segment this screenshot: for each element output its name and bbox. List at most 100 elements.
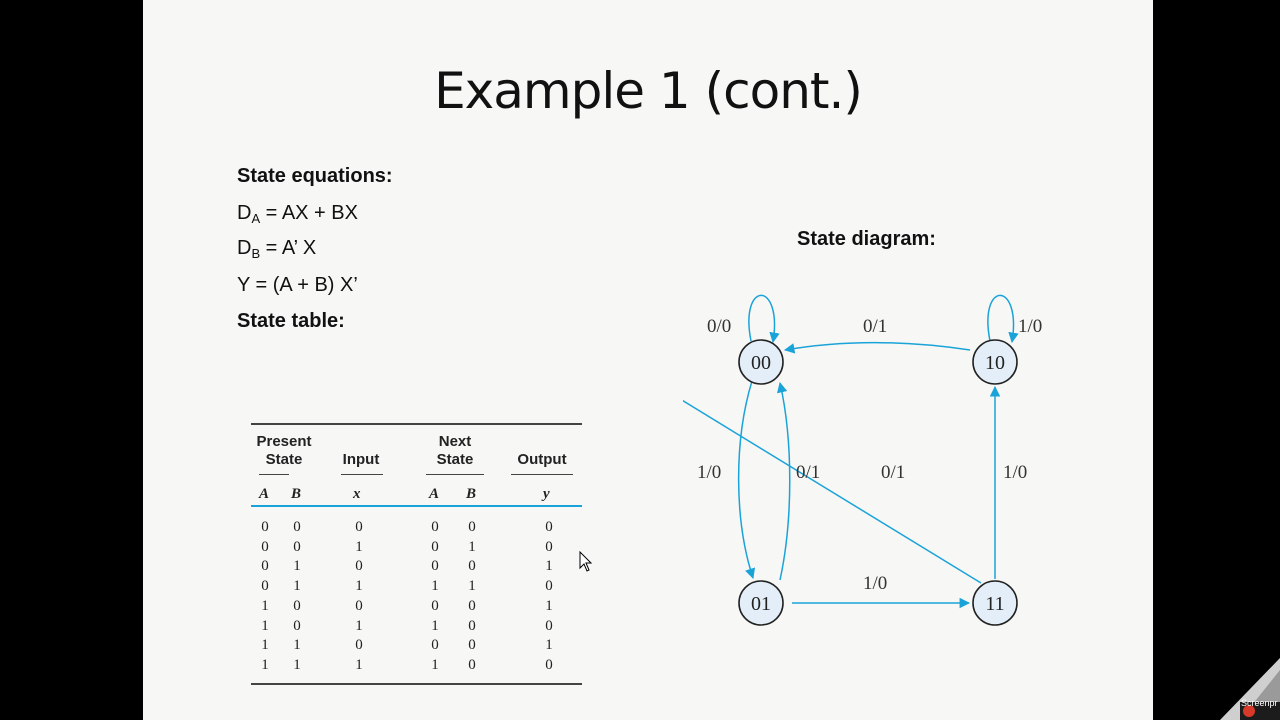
cell-next-b: 1 bbox=[468, 578, 476, 595]
cell-present-b: 0 bbox=[293, 597, 301, 614]
node-01: 01 bbox=[738, 580, 784, 626]
table-bottom-rule bbox=[251, 683, 582, 685]
cell-present-a: 0 bbox=[261, 538, 269, 555]
rule-next bbox=[426, 474, 484, 475]
cell-output-y: 0 bbox=[545, 656, 553, 673]
header-next-state: Next State bbox=[427, 433, 483, 469]
cell-output-y: 0 bbox=[545, 578, 553, 595]
slide-title: Example 1 (cont.) bbox=[434, 62, 863, 120]
sub-next-b: B bbox=[466, 486, 477, 502]
cell-next-a: 1 bbox=[431, 656, 439, 673]
table-header-rule bbox=[251, 505, 582, 507]
equation-da-rhs: = AX + BX bbox=[260, 202, 358, 224]
header-output: Output bbox=[517, 451, 567, 468]
equation-da: DA = AX + BX bbox=[237, 202, 358, 226]
cell-input-x: 1 bbox=[355, 578, 363, 595]
label-self-10: 1/0 bbox=[1018, 316, 1042, 337]
cell-next-b: 1 bbox=[468, 538, 476, 555]
rule-output bbox=[511, 474, 573, 475]
edge-self-10 bbox=[987, 294, 1019, 344]
header-next-line1: Next bbox=[438, 433, 472, 450]
cell-present-a: 1 bbox=[261, 597, 269, 614]
cell-present-b: 1 bbox=[293, 578, 301, 595]
equation-da-sub: A bbox=[251, 211, 261, 226]
cell-input-x: 1 bbox=[355, 617, 363, 634]
cell-input-x: 0 bbox=[355, 558, 363, 575]
edge-self-00 bbox=[748, 294, 780, 344]
header-input: Input bbox=[342, 451, 380, 468]
mouse-cursor-icon bbox=[579, 551, 593, 572]
cell-next-a: 0 bbox=[431, 637, 439, 654]
label-01-11: 1/0 bbox=[863, 573, 887, 594]
cell-input-x: 1 bbox=[355, 656, 363, 673]
cell-output-y: 0 bbox=[545, 617, 553, 634]
state-diagram: 00 10 01 11 0/0 1/0 0/1 1/0 0/1 0/1 1/0 … bbox=[683, 294, 1042, 626]
cell-present-a: 1 bbox=[261, 637, 269, 654]
cell-output-y: 1 bbox=[545, 597, 553, 614]
cell-next-a: 0 bbox=[431, 558, 439, 575]
edge-00-01 bbox=[737, 380, 756, 579]
recorder-watermark-text: Screenpr bbox=[1241, 698, 1278, 708]
cell-next-a: 0 bbox=[431, 538, 439, 555]
cell-present-b: 1 bbox=[293, 558, 301, 575]
node-10-label: 10 bbox=[985, 352, 1005, 374]
node-00-label: 00 bbox=[751, 352, 771, 374]
sub-next-a: A bbox=[429, 486, 440, 502]
sub-present-b: B bbox=[291, 486, 302, 502]
cell-next-b: 0 bbox=[468, 597, 476, 614]
equation-da-lhs: D bbox=[237, 202, 252, 224]
node-01-label: 01 bbox=[751, 593, 771, 615]
cell-input-x: 0 bbox=[355, 519, 363, 535]
cell-next-a: 1 bbox=[431, 617, 439, 634]
sub-present-a: A bbox=[259, 486, 270, 502]
table-top-rule bbox=[251, 423, 582, 425]
header-present-line2: State bbox=[265, 451, 303, 468]
slide: Example 1 (cont.) State equations: DA = … bbox=[143, 0, 1153, 720]
cell-next-b: 0 bbox=[468, 617, 476, 634]
cell-output-y: 0 bbox=[545, 538, 553, 555]
cell-output-y: 0 bbox=[545, 519, 553, 535]
equation-y: Y = (A + B) X’ bbox=[237, 274, 358, 296]
label-10-00: 0/1 bbox=[863, 316, 887, 337]
cell-next-a: 0 bbox=[431, 597, 439, 614]
equation-db-rhs: = A’ X bbox=[260, 237, 317, 259]
state-equations-heading: State equations: bbox=[237, 165, 393, 187]
cell-input-x: 1 bbox=[355, 538, 363, 555]
cell-present-b: 1 bbox=[293, 637, 301, 654]
cell-input-x: 0 bbox=[355, 597, 363, 614]
sub-output-y: y bbox=[543, 486, 550, 502]
header-next-line2: State bbox=[436, 451, 474, 468]
recorder-watermark bbox=[1220, 658, 1280, 720]
cell-output-y: 1 bbox=[545, 558, 553, 575]
state-table-heading: State table: bbox=[237, 310, 345, 332]
header-present-state: Present State bbox=[251, 433, 317, 469]
label-11-00: 0/1 bbox=[881, 462, 905, 483]
equation-db: DB = A’ X bbox=[237, 237, 316, 261]
recorder-logo-icon bbox=[1243, 705, 1255, 717]
cell-present-a: 1 bbox=[261, 617, 269, 634]
cell-present-a: 1 bbox=[261, 656, 269, 673]
sub-input-x: x bbox=[353, 486, 361, 502]
cell-output-y: 1 bbox=[545, 637, 553, 654]
rule-present bbox=[259, 474, 289, 475]
cell-present-b: 0 bbox=[293, 538, 301, 555]
cell-next-b: 0 bbox=[468, 637, 476, 654]
label-11-10: 1/0 bbox=[1003, 462, 1027, 483]
cell-next-b: 0 bbox=[468, 656, 476, 673]
cell-next-b: 0 bbox=[468, 558, 476, 575]
node-11-label: 11 bbox=[985, 593, 1004, 615]
node-10: 10 bbox=[972, 339, 1018, 385]
cell-next-a: 1 bbox=[431, 578, 439, 595]
cell-next-a: 0 bbox=[431, 519, 439, 535]
cell-next-b: 0 bbox=[468, 519, 476, 535]
rule-input bbox=[341, 474, 383, 475]
equation-db-lhs: D bbox=[237, 237, 252, 259]
edge-11-00 bbox=[683, 399, 982, 584]
label-00-01: 1/0 bbox=[697, 462, 721, 483]
header-present-line1: Present bbox=[256, 433, 312, 450]
cell-present-b: 0 bbox=[293, 617, 301, 634]
cell-present-b: 1 bbox=[293, 656, 301, 673]
cell-present-a: 0 bbox=[261, 519, 269, 535]
cell-input-x: 0 bbox=[355, 637, 363, 654]
edge-10-00 bbox=[783, 341, 971, 354]
